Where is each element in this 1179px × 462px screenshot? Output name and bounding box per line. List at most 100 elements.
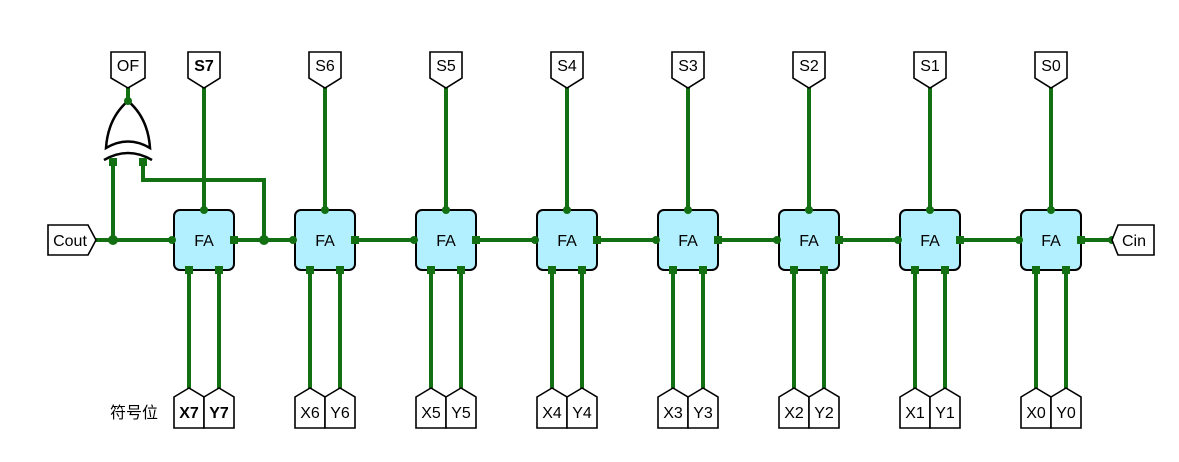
x-input-terminal (669, 266, 677, 274)
of-pin-label: OF (117, 58, 139, 75)
sum-terminal-dot (926, 206, 934, 214)
x-input-pin-label: X6 (300, 405, 320, 422)
cin-input-pin: Cin (1079, 224, 1155, 256)
carry-in-terminal-dot (289, 236, 297, 244)
x-input-terminal (790, 266, 798, 274)
full-adder-label: FA (557, 233, 577, 250)
x-input-terminal (427, 266, 435, 274)
sum-pin-body (550, 51, 584, 89)
y-input-terminal (457, 266, 465, 274)
sign-bit-label: 符号位 (110, 404, 158, 422)
carry-out-terminal (351, 236, 359, 244)
y-input-pin-body (324, 387, 356, 429)
y-input-terminal (578, 266, 586, 274)
sum-pin-body (913, 51, 947, 89)
sum-terminal-dot (805, 206, 813, 214)
full-adder-label: FA (920, 233, 940, 250)
xor-input-a-terminal (109, 158, 117, 166)
carry-in-terminal-dot (894, 236, 902, 244)
y-input-pin-label: Y7 (209, 405, 229, 422)
y-input-terminal (215, 266, 223, 274)
y-input-terminal (699, 266, 707, 274)
sum-pin-label: S7 (194, 58, 214, 75)
sum-pin-label: S3 (678, 58, 698, 75)
full-adder-label: FA (678, 233, 698, 250)
cout-output-pin: Cout (47, 224, 97, 256)
full-adder-label: FA (1041, 233, 1061, 250)
y-input-terminal (941, 266, 949, 274)
sum-pin-body (671, 51, 705, 89)
cin-pin-label: Cin (1122, 233, 1146, 250)
full-adder-label: FA (315, 233, 335, 250)
carry-out-terminal (714, 236, 722, 244)
carry-out-terminal (835, 236, 843, 244)
y-input-pin-body (929, 387, 961, 429)
y-input-pin-label: Y1 (935, 405, 955, 422)
full-adder-label: FA (799, 233, 819, 250)
xor-gate (103, 97, 153, 166)
xor-gate-body (104, 99, 152, 151)
sum-pin-body (187, 51, 221, 89)
cin-pin-body (1111, 224, 1155, 256)
sum-terminal-dot (684, 206, 692, 214)
sum-pin-label: S0 (1041, 58, 1061, 75)
sum-pin-label: S5 (436, 58, 456, 75)
sum-pin-label: S6 (315, 58, 335, 75)
sum-terminal-dot (200, 206, 208, 214)
sum-terminal-dot (1047, 206, 1055, 214)
x-input-terminal (911, 266, 919, 274)
sum-terminal-dot (563, 206, 571, 214)
sum-pin-label: S2 (799, 58, 819, 75)
carry-in-terminal-dot (1015, 236, 1023, 244)
cout-pin-body (47, 224, 97, 256)
x-input-terminal (1032, 266, 1040, 274)
carry-out-terminal (1077, 236, 1085, 244)
carry-in-terminal-dot (773, 236, 781, 244)
sum-pin-label: S1 (920, 58, 940, 75)
carry-in-terminal-dot (168, 236, 176, 244)
x-input-pin-label: X1 (905, 405, 925, 422)
sum-terminal-dot (442, 206, 450, 214)
x-input-pin-label: X7 (179, 405, 199, 422)
y-input-pin-body (203, 387, 235, 429)
x-input-pin-label: X4 (542, 405, 562, 422)
sum-terminal-dot (321, 206, 329, 214)
y-input-pin-label: Y6 (330, 405, 350, 422)
full-adder-label: FA (436, 233, 456, 250)
carry-out-terminal (593, 236, 601, 244)
sum-pin-body (308, 51, 342, 89)
sum-pin-body (1034, 51, 1068, 89)
y-input-pin-body (808, 387, 840, 429)
y-input-pin-label: Y4 (572, 405, 592, 422)
full-adder-label: FA (194, 233, 214, 250)
of-output-pin: OF (110, 51, 146, 89)
y-input-terminal (336, 266, 344, 274)
x-input-pin-label: X2 (784, 405, 804, 422)
of-pin-body (110, 51, 146, 89)
x-input-pin-label: X5 (421, 405, 441, 422)
carry-out-terminal (956, 236, 964, 244)
cout-pin-label: Cout (53, 233, 87, 250)
carry-in-terminal-dot (410, 236, 418, 244)
cout-junction-dot (108, 235, 118, 245)
x-input-terminal (185, 266, 193, 274)
xor-input-b-terminal (139, 158, 147, 166)
y-input-terminal (1062, 266, 1070, 274)
y-input-pin-body (566, 387, 598, 429)
carry-out-terminal (230, 236, 238, 244)
x-input-pin-label: X3 (663, 405, 683, 422)
y-input-pin-body (445, 387, 477, 429)
y-input-pin-label: Y0 (1056, 405, 1076, 422)
carry-in-terminal-dot (531, 236, 539, 244)
y-input-pin-label: Y5 (451, 405, 471, 422)
